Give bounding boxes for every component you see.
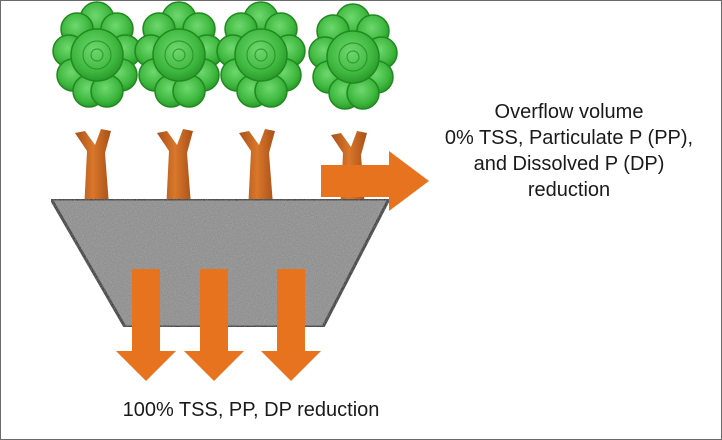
tree-icon xyxy=(216,1,306,232)
arrow-right-icon xyxy=(321,151,429,211)
infiltration-label: 100% TSS, PP, DP reduction xyxy=(122,399,380,421)
overflow-label: Overflow volume 0% TSS, Particulate P (P… xyxy=(419,99,719,203)
arrow-down-icon xyxy=(261,269,321,381)
overflow-label-line: and Dissolved P (DP) xyxy=(473,153,665,175)
overflow-label-line: 0% TSS, Particulate P (PP), xyxy=(444,127,694,149)
tree-icon xyxy=(134,1,224,232)
tree-icon xyxy=(52,1,142,232)
overflow-label-line: reduction xyxy=(527,179,611,201)
arrow-down-icon xyxy=(184,269,244,381)
arrow-down-icon xyxy=(116,269,176,381)
overflow-label-line: Overflow volume xyxy=(494,101,644,123)
